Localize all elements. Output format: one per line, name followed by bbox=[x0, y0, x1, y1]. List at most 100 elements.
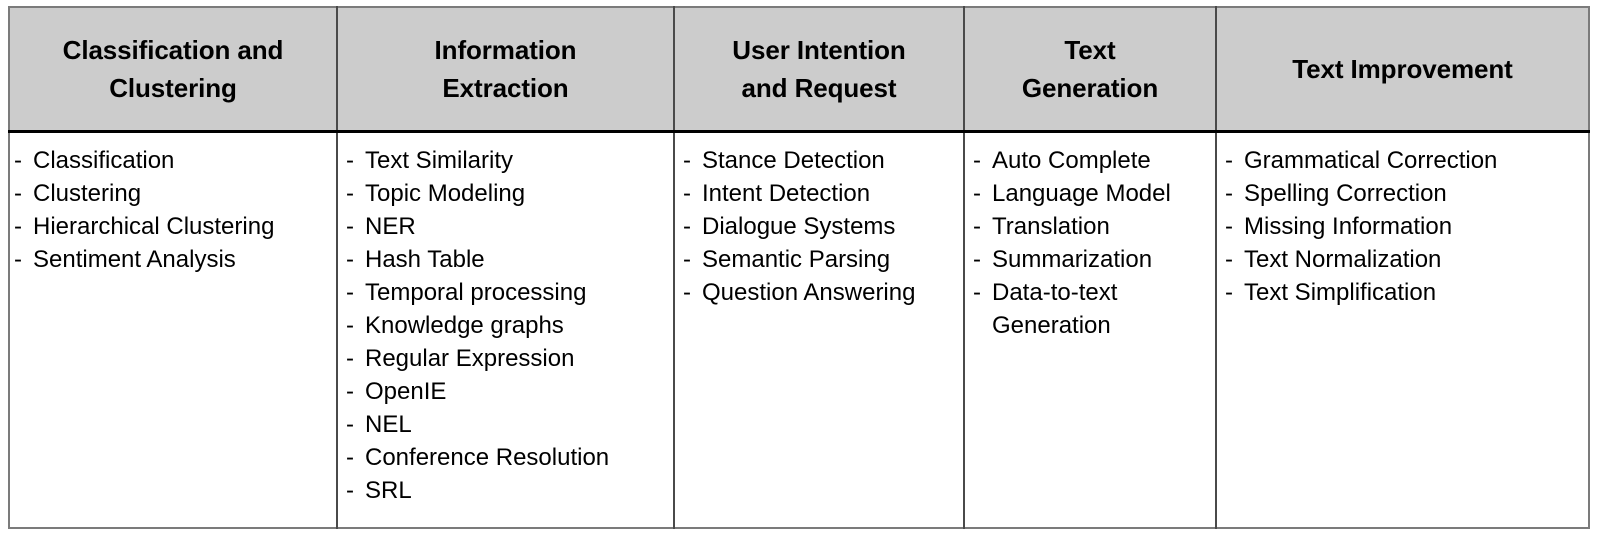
bullet-dash-icon: - bbox=[1225, 212, 1233, 240]
list-item-label: Classification bbox=[33, 146, 175, 174]
column-header-label: Information Extraction bbox=[434, 34, 577, 103]
list-item-label: Summarization bbox=[992, 245, 1153, 273]
list-item: -Temporal processing bbox=[346, 276, 665, 309]
list-item-label: Stance Detection bbox=[702, 146, 885, 174]
bullet-dash-icon: - bbox=[346, 443, 354, 471]
bullet-dash-icon: - bbox=[1225, 179, 1233, 207]
list-item: -Translation bbox=[973, 210, 1207, 243]
bullet-dash-icon: - bbox=[973, 212, 981, 240]
list-item: -Sentiment Analysis bbox=[14, 243, 328, 276]
cell-user-intention-and-request: -Stance Detection-Intent Detection-Dialo… bbox=[674, 131, 965, 528]
list-item: -Data-to-text Generation bbox=[973, 276, 1207, 342]
column-header-text-improvement: Text Improvement bbox=[1216, 7, 1589, 133]
bullet-dash-icon: - bbox=[346, 278, 354, 306]
list-item-label: Sentiment Analysis bbox=[33, 245, 236, 273]
bullet-dash-icon: - bbox=[14, 179, 22, 207]
list-item-label: Text Similarity bbox=[365, 146, 514, 174]
bullet-dash-icon: - bbox=[973, 146, 981, 174]
column-header-label: Classification and Clustering bbox=[62, 34, 284, 103]
cell-classification-and-clustering: -Classification-Clustering-Hierarchical … bbox=[9, 131, 338, 528]
column-header-classification-and-clustering: Classification and Clustering bbox=[9, 7, 338, 133]
bullet-dash-icon: - bbox=[973, 278, 981, 306]
list-item: -Question Answering bbox=[683, 276, 955, 309]
bullet-dash-icon: - bbox=[346, 344, 354, 372]
bullet-dash-icon: - bbox=[346, 311, 354, 339]
bullet-dash-icon: - bbox=[14, 245, 22, 273]
list-item: -Text Simplification bbox=[1225, 276, 1580, 309]
table-header: Classification and Clustering Informatio… bbox=[9, 7, 1589, 133]
list-item-label: Text Simplification bbox=[1244, 278, 1437, 306]
bullet-dash-icon: - bbox=[346, 245, 354, 273]
cell-text-generation: -Auto Complete-Language Model-Translatio… bbox=[964, 131, 1217, 528]
bullet-dash-icon: - bbox=[683, 179, 691, 207]
list-item-label: Dialogue Systems bbox=[702, 212, 896, 240]
list-item: -Dialogue Systems bbox=[683, 210, 955, 243]
bullet-dash-icon: - bbox=[1225, 146, 1233, 174]
list-item-label: Question Answering bbox=[702, 278, 916, 306]
list-item-label: Regular Expression bbox=[365, 344, 575, 372]
column-header-label: Text Improvement bbox=[1292, 53, 1513, 84]
cell-text-improvement: -Grammatical Correction-Spelling Correct… bbox=[1216, 131, 1589, 528]
list-item: -Topic Modeling bbox=[346, 177, 665, 210]
bullet-dash-icon: - bbox=[346, 377, 354, 405]
list-item-label: Knowledge graphs bbox=[365, 311, 564, 339]
item-list-text-improvement: -Grammatical Correction-Spelling Correct… bbox=[1225, 144, 1580, 309]
list-item-label: Translation bbox=[992, 212, 1110, 240]
list-item-label: Data-to-text Generation bbox=[992, 278, 1118, 339]
list-item: -Hash Table bbox=[346, 243, 665, 276]
list-item: -Regular Expression bbox=[346, 342, 665, 375]
bullet-dash-icon: - bbox=[973, 245, 981, 273]
column-header-label: User Intention and Request bbox=[732, 34, 906, 103]
list-item: -Hierarchical Clustering bbox=[14, 210, 328, 243]
bullet-dash-icon: - bbox=[346, 212, 354, 240]
list-item-label: NER bbox=[365, 212, 416, 240]
column-header-label: Text Generation bbox=[1021, 34, 1159, 103]
list-item: -Text Normalization bbox=[1225, 243, 1580, 276]
list-item-label: Clustering bbox=[33, 179, 142, 207]
list-item: -Language Model bbox=[973, 177, 1207, 210]
bullet-dash-icon: - bbox=[683, 245, 691, 273]
bullet-dash-icon: - bbox=[346, 476, 354, 504]
list-item: -Conference Resolution bbox=[346, 441, 665, 474]
item-list-text-generation: -Auto Complete-Language Model-Translatio… bbox=[973, 144, 1207, 342]
list-item: -NER bbox=[346, 210, 665, 243]
list-item-label: Topic Modeling bbox=[365, 179, 526, 207]
cell-information-extraction: -Text Similarity-Topic Modeling-NER-Hash… bbox=[337, 131, 675, 528]
list-item: -Classification bbox=[14, 144, 328, 177]
list-item-label: Language Model bbox=[992, 179, 1171, 207]
list-item: -Summarization bbox=[973, 243, 1207, 276]
list-item-label: Hierarchical Clustering bbox=[33, 212, 275, 240]
list-item: -Clustering bbox=[14, 177, 328, 210]
list-item: -Stance Detection bbox=[683, 144, 955, 177]
list-item-label: Semantic Parsing bbox=[702, 245, 891, 273]
list-item-label: Hash Table bbox=[365, 245, 485, 273]
list-item-label: Grammatical Correction bbox=[1244, 146, 1498, 174]
list-item-label: Temporal processing bbox=[365, 278, 587, 306]
list-item: -Auto Complete bbox=[973, 144, 1207, 177]
bullet-dash-icon: - bbox=[14, 146, 22, 174]
list-item: -Semantic Parsing bbox=[683, 243, 955, 276]
column-header-text-generation: Text Generation bbox=[964, 7, 1217, 133]
bullet-dash-icon: - bbox=[683, 146, 691, 174]
list-item-label: Conference Resolution bbox=[365, 443, 610, 471]
item-list-user-intention-and-request: -Stance Detection-Intent Detection-Dialo… bbox=[683, 144, 955, 309]
item-list-information-extraction: -Text Similarity-Topic Modeling-NER-Hash… bbox=[346, 144, 665, 507]
bullet-dash-icon: - bbox=[683, 278, 691, 306]
list-item-label: Text Normalization bbox=[1244, 245, 1442, 273]
bullet-dash-icon: - bbox=[1225, 278, 1233, 306]
list-item: -Text Similarity bbox=[346, 144, 665, 177]
table-row: -Classification-Clustering-Hierarchical … bbox=[9, 131, 1589, 528]
list-item-label: NEL bbox=[365, 410, 412, 438]
list-item: -SRL bbox=[346, 474, 665, 507]
bullet-dash-icon: - bbox=[683, 212, 691, 240]
list-item: -Spelling Correction bbox=[1225, 177, 1580, 210]
list-item-label: Intent Detection bbox=[702, 179, 871, 207]
column-header-user-intention-and-request: User Intention and Request bbox=[674, 7, 965, 133]
list-item: -Grammatical Correction bbox=[1225, 144, 1580, 177]
list-item-label: SRL bbox=[365, 476, 412, 504]
nlp-task-taxonomy-table: Classification and Clustering Informatio… bbox=[8, 6, 1590, 529]
bullet-dash-icon: - bbox=[1225, 245, 1233, 273]
header-row: Classification and Clustering Informatio… bbox=[9, 7, 1589, 133]
item-list-classification-and-clustering: -Classification-Clustering-Hierarchical … bbox=[14, 144, 328, 276]
